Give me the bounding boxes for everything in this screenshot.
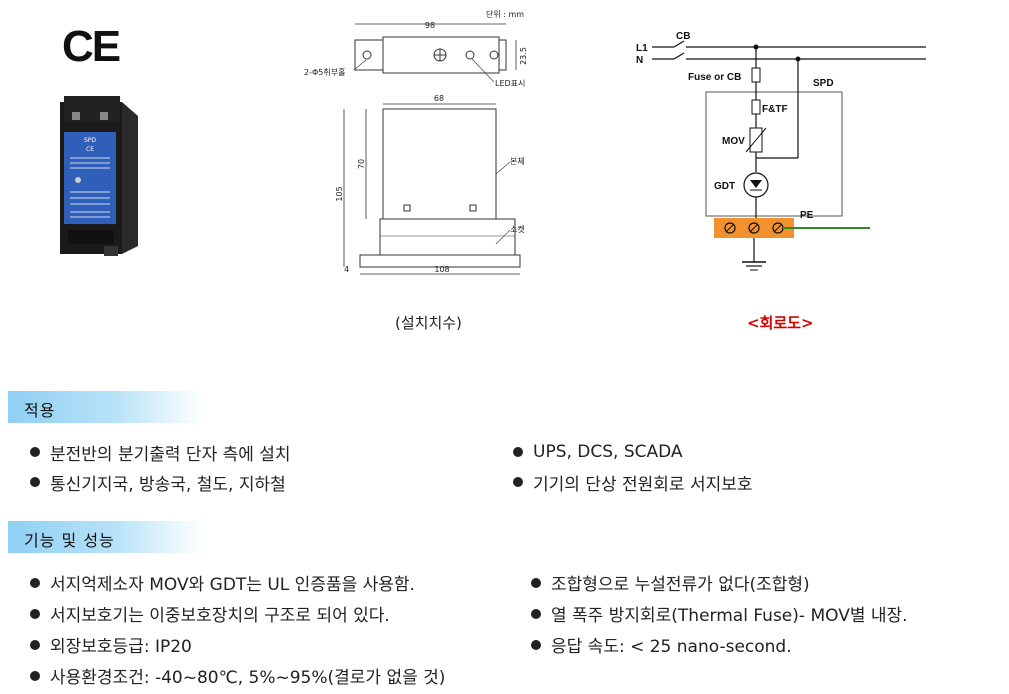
list-item: 기기의 단상 전원회로 서지보호 — [513, 467, 753, 497]
bullet-icon — [30, 670, 40, 681]
bullet-icon — [531, 577, 541, 588]
application-right-list: UPS, DCS, SCADA 기기의 단상 전원회로 서지보호 — [513, 437, 753, 497]
mov-label: MOV — [722, 136, 745, 147]
l1-label: L1 — [636, 43, 648, 54]
bullet-icon — [30, 608, 40, 619]
bullet-icon — [30, 639, 40, 650]
features-right-list: 조합형으로 누설전류가 없다(조합형) 열 폭주 방지회로(Thermal Fu… — [531, 567, 908, 660]
list-item: 응답 속도: < 25 nano-second. — [531, 629, 908, 660]
section-application-header: 적용 — [8, 391, 203, 423]
ce-mark: CE — [62, 22, 121, 71]
led-label: LED표시 — [495, 79, 525, 88]
bullet-icon — [531, 639, 541, 650]
bullet-icon — [513, 477, 523, 487]
ftf-label: F&TF — [762, 104, 788, 115]
list-item: 사용환경조건: -40~80℃, 5%~95%(결로가 없을 것) — [30, 660, 445, 691]
bullet-icon — [30, 577, 40, 588]
dim-body-height: 70 — [357, 159, 366, 169]
cb-label: CB — [676, 31, 690, 42]
dim-width-top: 98 — [425, 21, 435, 30]
circuit-caption: <회로도> — [747, 314, 814, 332]
section-features-title: 기능 및 성능 — [24, 531, 115, 550]
bullet-icon — [30, 477, 40, 487]
product-ce: CE — [86, 146, 94, 153]
list-item: 통신기지국, 방송국, 철도, 지하철 — [30, 467, 291, 497]
list-item: 열 폭주 방지회로(Thermal Fuse)- MOV별 내장. — [531, 598, 908, 629]
product-brand: SPD — [84, 137, 96, 144]
body-label: 본체 — [510, 156, 525, 166]
installation-dimension-drawing: 단위 : mm 98 23.5 2-Φ5취부홀 LED표시 68 70 105 … — [304, 9, 528, 275]
dimension-caption: (설치치수) — [395, 314, 462, 332]
application-left-list: 분전반의 분기출력 단자 측에 설치 통신기지국, 방송국, 철도, 지하철 — [30, 437, 291, 497]
hole-label: 2-Φ5취부홀 — [304, 67, 345, 77]
features-left-list: 서지억제소자 MOV와 GDT는 UL 인증품을 사용함. 서지보호기는 이중보… — [30, 567, 445, 691]
gdt-label: GDT — [714, 181, 735, 192]
n-label: N — [636, 55, 643, 66]
dim-offset: 4 — [344, 265, 349, 274]
list-item: 분전반의 분기출력 단자 측에 설치 — [30, 437, 291, 467]
list-item: 외장보호등급: IP20 — [30, 629, 445, 660]
spd-label: SPD — [813, 78, 834, 89]
section-features-header: 기능 및 성능 — [8, 521, 203, 553]
list-item: UPS, DCS, SCADA — [513, 437, 753, 467]
dim-body-width: 68 — [434, 94, 444, 103]
spd-product-image: SPD CE — [60, 96, 138, 256]
list-item: 서지억제소자 MOV와 GDT는 UL 인증품을 사용함. — [30, 567, 445, 598]
unit-note: 단위 : mm — [486, 9, 524, 19]
dim-base-width: 108 — [434, 265, 449, 274]
fuse-cb-label: Fuse or CB — [688, 72, 741, 83]
list-item: 서지보호기는 이중보호장치의 구조로 되어 있다. — [30, 598, 445, 629]
bullet-icon — [531, 608, 541, 619]
socket-label: 소켓 — [510, 224, 525, 234]
bullet-icon — [513, 447, 523, 457]
dim-total-height: 105 — [335, 186, 344, 201]
dim-height-side: 23.5 — [519, 47, 528, 65]
pe-label: PE — [800, 210, 814, 221]
circuit-diagram: CB L1 N Fuse or CB SPD F&TF MOV GDT PE — [636, 31, 926, 271]
list-item: 조합형으로 누설전류가 없다(조합형) — [531, 567, 908, 598]
section-application-title: 적용 — [24, 401, 56, 420]
bullet-icon — [30, 447, 40, 457]
